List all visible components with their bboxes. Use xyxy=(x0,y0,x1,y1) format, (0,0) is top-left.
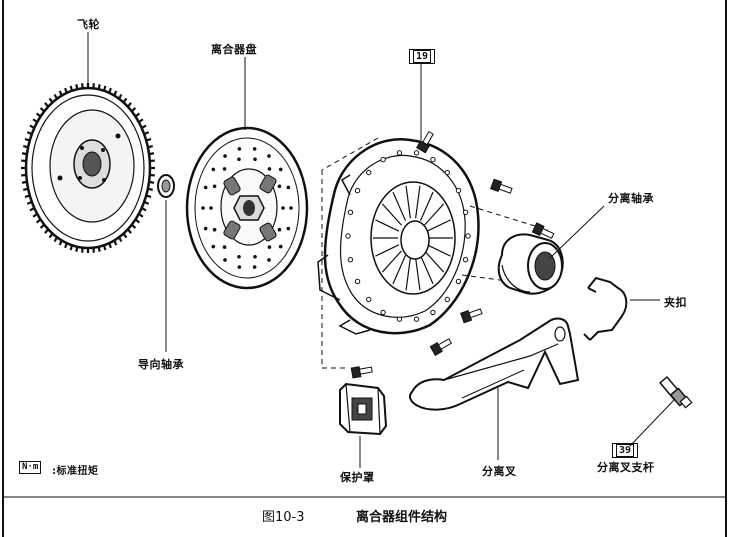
clutch-cover-part xyxy=(317,138,480,335)
pivot-torque-box: 39 xyxy=(612,443,639,458)
pilot-bearing-label: 导向轴承 xyxy=(138,358,184,371)
bolt xyxy=(429,338,453,357)
clutch-disc-part xyxy=(185,126,309,290)
figure-title: 离合器组件结构 xyxy=(356,510,448,525)
bolt xyxy=(531,222,555,239)
bolt-torque-box: 19 xyxy=(409,49,436,64)
boot-part xyxy=(339,382,388,436)
pivot-torque-value: 39 xyxy=(616,444,635,457)
clutch-disc-label: 离合器盘 xyxy=(211,43,257,56)
torque-legend-text: :标准扭矩 xyxy=(52,466,99,477)
bolt xyxy=(460,308,483,324)
torque-legend-symbol: N·m xyxy=(19,461,42,474)
fork-pivot-label: 分离叉支杆 xyxy=(597,461,655,474)
bolt-torque-value: 19 xyxy=(413,50,432,63)
release-bearing-part xyxy=(497,233,564,295)
pilot-bearing-part xyxy=(157,174,175,198)
fork-pivot-part xyxy=(659,375,693,409)
flywheel-label: 飞轮 xyxy=(77,18,100,31)
clip-part xyxy=(583,276,628,341)
release-fork-label: 分离叉 xyxy=(482,465,517,478)
bolt xyxy=(350,366,373,379)
boot-label: 保护罩 xyxy=(340,471,375,484)
figure-number: 图10-3 xyxy=(262,510,305,525)
release-bearing-label: 分离轴承 xyxy=(608,192,654,205)
cover-bolts xyxy=(350,130,555,379)
clip-label: 夹扣 xyxy=(664,296,687,309)
bolt xyxy=(490,178,513,194)
flywheel-part xyxy=(21,83,155,253)
bolt xyxy=(415,130,434,154)
release-fork-part xyxy=(409,317,580,411)
